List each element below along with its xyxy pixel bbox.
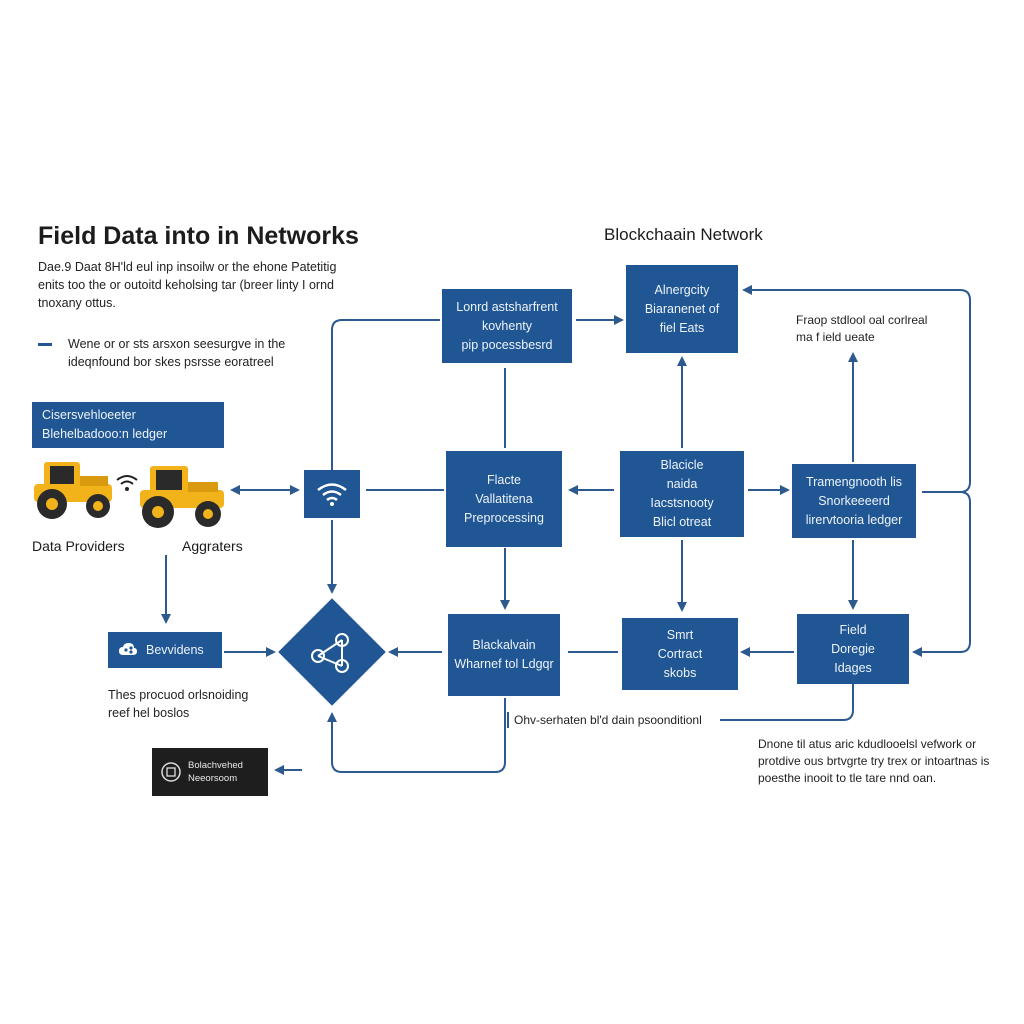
box-line: Flacte (486, 472, 522, 487)
providers-note: Thes procuod orlsnoiding reef hel boslos (108, 686, 248, 722)
box-line: Biaranenet of (644, 301, 720, 316)
aggregators-label: Aggraters (182, 538, 243, 554)
box-line: Lonrd astsharfrent (456, 299, 558, 314)
ledger-box: Blackalvain Wharnef tol Ldgqr (448, 614, 560, 696)
note-line: Dnone til atus aric kdudlooelsl vefwork … (758, 737, 977, 751)
dark-storage-box: Bolachvehed Neeorsoom (152, 748, 268, 796)
legend-text: Wene or or sts arsxon seesurgve in the i… (68, 335, 285, 371)
dark-box-line: Neeorsoom (188, 773, 238, 784)
note-line: Fraop stdlool oal corlreal (796, 313, 928, 327)
process-box: Lonrd astsharfrent kovhenty pip pocessbe… (442, 289, 572, 363)
box-line: Wharnef tol Ldgqr (454, 657, 554, 671)
network-title: Blockchaain Network (604, 225, 763, 244)
box-line: Blicl otreat (652, 515, 712, 529)
box-icon (161, 762, 181, 782)
contract-box: Smrt Cortract skobs (622, 618, 738, 690)
box-line: Doregie (831, 641, 875, 656)
providers-box-label: Bevvidens (146, 642, 204, 657)
box-line: Alnergcity (654, 282, 710, 297)
tractor-icon (34, 462, 112, 519)
box-line: Snorkeeeerd (818, 493, 890, 508)
box-line: Smrt (666, 627, 694, 642)
box-line: fiel Eats (659, 320, 705, 335)
box-line: Cortract (657, 646, 703, 661)
wifi-icon (317, 483, 347, 506)
legend-line: Wene or or sts arsxon seesurgve in the (68, 337, 286, 351)
diagram-title: Field Data into in Networks (38, 222, 359, 250)
wifi-icon (116, 475, 138, 491)
providers-box: Bevvidens (108, 632, 222, 668)
box-line: Iacstsnooty (650, 496, 714, 510)
ledger-banner-line: Blehelbadooo:n ledger (42, 427, 168, 441)
box-line: Field (839, 622, 867, 637)
box-line: Blackalvain (472, 638, 536, 652)
chain-top-box: Alnergcity Biaranenet of fiel Eats (626, 265, 738, 353)
note-line: reef hel boslos (108, 706, 190, 720)
note-line: poesthe inooit to tle tare nnd oan. (758, 771, 937, 785)
node-box: Blacicle naida Iacstsnooty Blicl otreat (620, 451, 744, 537)
box-line: Vallatitena (475, 491, 533, 506)
intro-line: enits too the or outoitd keholsing tar (… (38, 278, 334, 292)
bottom-bar-label: Ohv-serhaten bl'd dain psoonditionl (514, 713, 702, 727)
wifi-node (304, 470, 360, 518)
dark-box-line: Bolachvehed (188, 760, 243, 771)
box-line: Blacicle (660, 458, 704, 472)
intro-text: Dae.9 Daat 8H'ld eul inp insoilw or the … (38, 258, 336, 312)
field-storage-box: Field Doregie Idages (797, 614, 909, 684)
note-line: Thes procuod orlsnoiding (108, 688, 249, 702)
box-line: Tramengnooth lis (805, 474, 903, 489)
tractor-icon (140, 466, 224, 528)
box-line: Idages (834, 660, 872, 675)
note-line: protdive ous brtvgrte try trex or intoar… (758, 754, 990, 768)
note-line: ma f ield ueate (796, 330, 875, 344)
cloud-share-icon (119, 643, 137, 655)
transaction-box: Tramengnooth lis Snorkeeeerd lirervtoori… (792, 464, 916, 538)
network-hub-icon (311, 633, 349, 673)
providers-label: Data Providers (32, 538, 125, 554)
right-note-bottom: Dnone til atus aric kdudlooelsl vefwork … (758, 736, 989, 787)
box-line: lirervtooria ledger (805, 512, 903, 527)
intro-line: Dae.9 Daat 8H'ld eul inp insoilw or the … (38, 260, 337, 274)
box-line: skobs (663, 665, 697, 680)
intro-line: tnoxany ottus. (38, 296, 116, 310)
legend-line: ideqnfound bor skes psrsse eoratreel (68, 355, 274, 369)
validation-box: Flacte Vallatitena Preprocessing (446, 451, 562, 547)
box-line: naida (666, 477, 698, 491)
box-line: Preprocessing (464, 510, 544, 525)
legend-dash (38, 343, 52, 346)
box-line: kovhenty (481, 318, 533, 333)
right-note-top: Fraop stdlool oal corlreal ma f ield uea… (796, 312, 927, 346)
ledger-banner-line: Cisersvehloeeter (42, 408, 136, 422)
ledger-banner: Cisersvehloeeter Blehelbadooo:n ledger (32, 402, 224, 448)
box-line: pip pocessbesrd (461, 337, 553, 352)
